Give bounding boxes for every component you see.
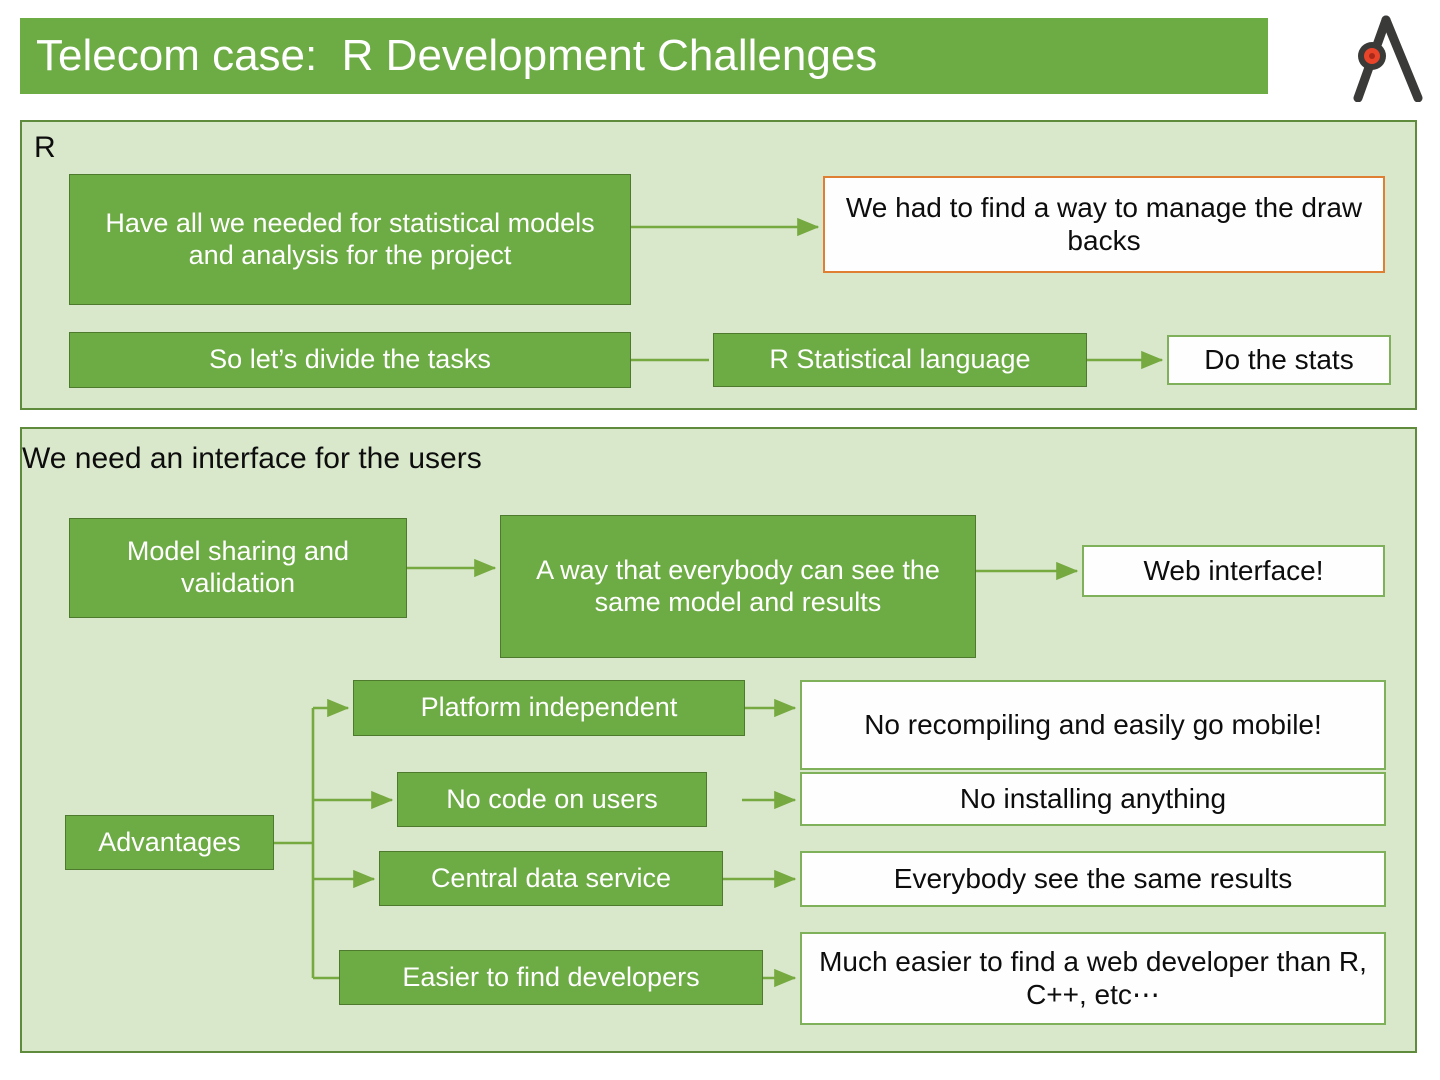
box-have-all-we-needed[interactable]: Have all we needed for statistical model…: [69, 174, 631, 305]
box-manage-draw-backs[interactable]: We had to find a way to manage the draw …: [823, 176, 1385, 273]
slide-title-bar: Telecom case: R Development Challenges: [20, 18, 1268, 94]
box-much-easier-web-developer[interactable]: Much easier to find a web developer than…: [800, 932, 1386, 1025]
box-web-interface[interactable]: Web interface!: [1082, 545, 1385, 597]
peak-with-red-dot-logo-icon: [1353, 15, 1423, 102]
box-r-statistical-language[interactable]: R Statistical language: [713, 333, 1087, 387]
box-platform-independent[interactable]: Platform independent: [353, 680, 745, 736]
box-no-installing-anything[interactable]: No installing anything: [800, 772, 1386, 826]
panel-r-label: R: [34, 131, 56, 164]
box-so-lets-divide-the-tasks[interactable]: So let’s divide the tasks: [69, 332, 631, 388]
box-no-code-on-users[interactable]: No code on users: [397, 772, 707, 827]
box-advantages[interactable]: Advantages: [65, 815, 274, 870]
box-do-the-stats[interactable]: Do the stats: [1167, 335, 1391, 385]
box-everybody-see-same-results[interactable]: Everybody see the same results: [800, 851, 1386, 907]
box-easier-to-find-developers[interactable]: Easier to find developers: [339, 950, 763, 1005]
page-title: Telecom case: R Development Challenges: [36, 31, 878, 80]
box-model-sharing-and-validation[interactable]: Model sharing and validation: [69, 518, 407, 618]
box-a-way-everybody-same-model[interactable]: A way that everybody can see the same mo…: [500, 515, 976, 658]
box-central-data-service[interactable]: Central data service: [379, 851, 723, 906]
panel-interface-label: We need an interface for the users: [22, 442, 482, 475]
box-no-recompiling-go-mobile[interactable]: No recompiling and easily go mobile!: [800, 680, 1386, 770]
